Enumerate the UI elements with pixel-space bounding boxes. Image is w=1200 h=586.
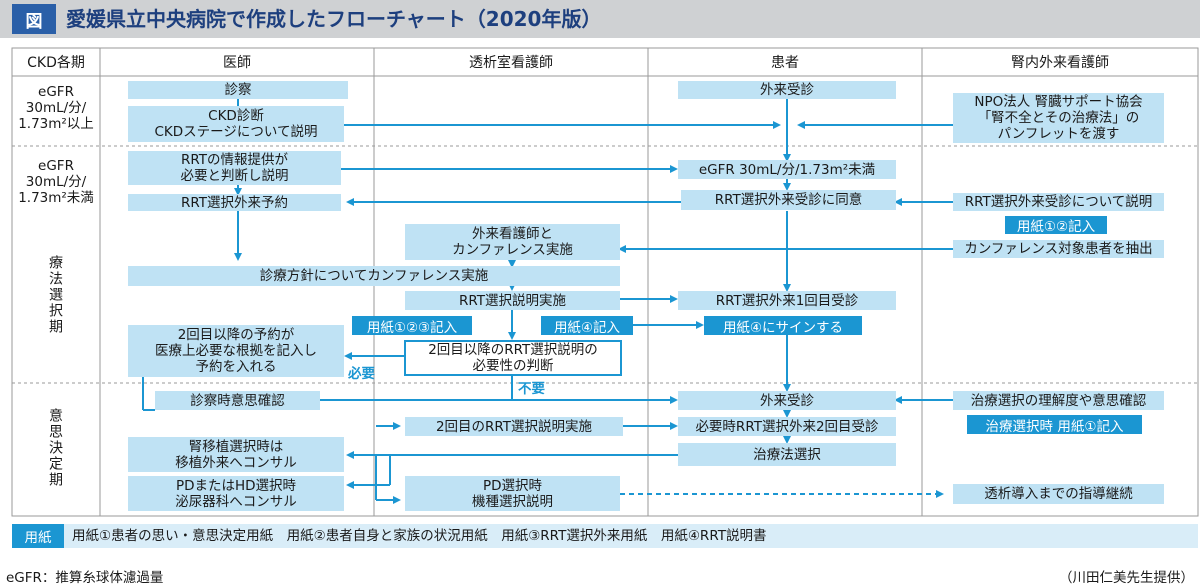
figure-title: 愛媛県立中央病院で作成したフローチャート（2020年版）	[66, 7, 602, 31]
box-necessity-judgment: 2回目以降のRRT選択説明の必要性の判断	[404, 340, 622, 376]
box-npo-pamphlet: NPO法人 腎臓サポート協会「腎不全とその治療法」のパンフレットを渡す	[953, 93, 1164, 143]
box-outpatient-visit: 外来受診	[678, 81, 896, 99]
label-needed: 必要	[348, 366, 375, 382]
tag-form-1-2-3: 用紙①②③記入	[352, 316, 472, 336]
figure-tag: 図	[12, 4, 56, 34]
box-nurse-conference: 外来看護師とカンファレンス実施	[405, 224, 620, 260]
footnote: eGFR：推算糸球体濾過量	[6, 570, 164, 586]
header-dialysis-nurse: 透析室看護師	[469, 55, 553, 71]
box-transplant-consult: 腎移植選択時は移植外来へコンサル	[128, 437, 344, 472]
box-understanding-check: 治療選択の理解度や意思確認	[953, 391, 1164, 410]
box-rrt-visit-explain: RRT選択外来受診について説明	[953, 193, 1164, 211]
box-second-visit: 必要時RRT選択外来2回目受診	[678, 417, 896, 436]
box-outpatient-visit-2: 外来受診	[678, 391, 896, 410]
box-pd-device: PD選択時機種選択説明	[405, 476, 620, 511]
legend-bar	[12, 524, 1198, 548]
tag-form-4: 用紙④記入	[541, 316, 633, 336]
box-continued-guidance: 透析導入までの指導継続	[953, 484, 1164, 504]
header-doctor: 医師	[223, 55, 251, 71]
box-extract-patients: カンファレンス対象患者を抽出	[953, 240, 1164, 258]
tag-form-1-choice: 治療選択時 用紙①記入	[967, 415, 1142, 435]
box-pd-hd-consult: PDまたはHD選択時泌尿器科へコンサル	[128, 476, 344, 511]
phase-decision: 意思決定期	[47, 408, 63, 488]
label-not-needed: 不要	[518, 381, 545, 397]
box-therapy-selection: 治療法選択	[678, 443, 896, 466]
title-bar	[0, 0, 1200, 38]
phase-therapy-selection: 療法選択期	[47, 255, 63, 335]
box-rrt-first-visit: RRT選択外来1回目受診	[678, 291, 896, 310]
box-egfr-below: eGFR 30mL/分/1.73m²未満	[678, 160, 896, 179]
box-second-explanation: 2回目のRRT選択説明実施	[405, 417, 623, 436]
box-rrt-info: RRTの情報提供が必要と判断し説明	[128, 151, 341, 185]
legend-tag: 用紙	[12, 524, 64, 548]
box-policy-conference: 診療方針についてカンファレンス実施	[128, 266, 620, 286]
box-rrt-consent: RRT選択外来受診に同意	[681, 190, 896, 210]
tag-form-1-2: 用紙①②記入	[1005, 216, 1107, 235]
box-second-reservation: 2回目以降の予約が医療上必要な根拠を記入し予約を入れる	[128, 325, 344, 377]
credit: （川田仁美先生提供）	[1059, 570, 1194, 586]
box-rrt-explanation: RRT選択説明実施	[405, 291, 620, 310]
box-intent-check: 診察時意思確認	[155, 391, 320, 410]
tag-form-4-sign: 用紙④にサインする	[704, 316, 862, 336]
header-ckd-stage: CKD各期	[27, 55, 85, 71]
box-rrt-reservation: RRT選択外来予約	[128, 194, 341, 211]
legend-text: 用紙①患者の思い・意思決定用紙 用紙②患者自身と家族の状況用紙 用紙③RRT選択…	[72, 528, 767, 544]
header-nephrology-nurse: 腎内外来看護師	[1011, 55, 1109, 71]
box-examination: 診察	[128, 81, 348, 99]
header-patient: 患者	[771, 55, 799, 71]
